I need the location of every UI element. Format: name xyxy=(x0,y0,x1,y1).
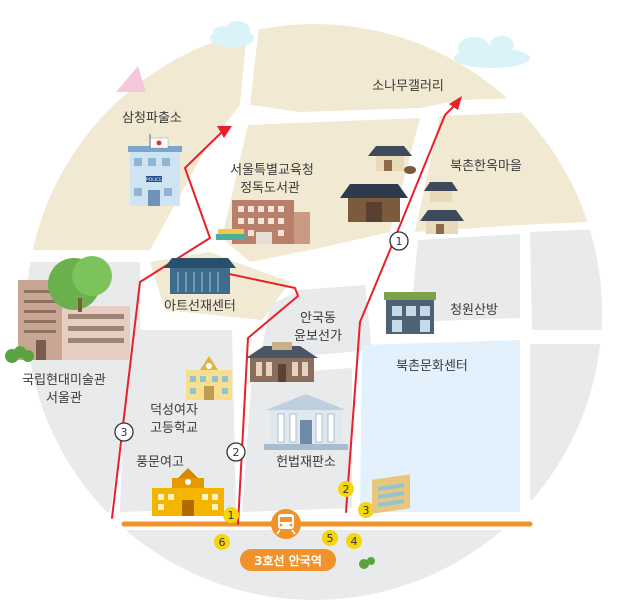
bush-icon xyxy=(359,557,375,569)
cloud-icon xyxy=(210,21,254,47)
svg-text:2: 2 xyxy=(233,446,240,459)
exit-marker-6: 6 xyxy=(214,534,230,550)
block-east-2 xyxy=(530,228,602,330)
cloud-icon xyxy=(454,36,530,68)
label-mmca-seoul: 서울관 xyxy=(46,391,82,406)
exit-marker-1: 1 xyxy=(223,507,239,523)
label-constitutional-court: 헌법재판소 xyxy=(276,455,336,470)
label-samcheong-police: 삼청파출소 xyxy=(122,111,182,126)
label-bukchon-hanok: 북촌한옥마을 xyxy=(450,159,522,174)
bush-icon xyxy=(5,346,34,363)
exit-marker-4: 4 xyxy=(346,533,362,549)
label-jeongdok-library: 정독도서관 xyxy=(240,181,300,196)
label-duksung-highschool: 고등학교 xyxy=(150,421,198,436)
route-1 xyxy=(345,103,457,513)
label-mmca: 국립현대미술관 xyxy=(22,373,106,388)
svg-text:3호선 안국역: 3호선 안국역 xyxy=(254,553,322,568)
exit-marker-3: 3 xyxy=(358,502,374,518)
route-3-arrowhead xyxy=(217,126,232,138)
svg-text:POLICE: POLICE xyxy=(146,177,162,183)
station-name-badge[interactable]: 3호선 안국역 xyxy=(240,549,336,571)
subway-station-icon[interactable] xyxy=(271,509,301,539)
school-icon xyxy=(186,356,232,400)
svg-text:2: 2 xyxy=(343,483,350,496)
hanok-icon xyxy=(424,182,458,202)
svg-text:5: 5 xyxy=(327,532,334,545)
decorative-triangle xyxy=(116,66,146,92)
exit-marker-5: 5 xyxy=(322,530,338,546)
exit-marker-2: 2 xyxy=(338,481,354,497)
label-yunboseon-house: 윤보선가 xyxy=(294,329,342,344)
block-north-center xyxy=(250,24,602,112)
route-marker-3: 3 xyxy=(114,422,134,442)
label-duksung: 덕성여자 xyxy=(150,403,198,418)
label-cheongwon-sanbang: 청원산방 xyxy=(450,303,498,318)
hanok-icon xyxy=(368,146,416,174)
label-art-center: 아트선재센터 xyxy=(164,299,236,314)
label-bukchon-culture-center: 북촌문화센터 xyxy=(396,359,468,374)
block-east-1 xyxy=(410,234,520,322)
block-east-3 xyxy=(530,344,602,500)
svg-text:1: 1 xyxy=(228,509,235,522)
label-sonamu-gallery: 소나무갤러리 xyxy=(372,79,444,94)
building-icon xyxy=(372,474,410,514)
svg-text:3: 3 xyxy=(121,426,128,439)
police-station-icon: POLICE xyxy=(128,134,182,206)
svg-text:6: 6 xyxy=(219,536,226,549)
svg-text:3: 3 xyxy=(363,504,370,517)
tree-icon xyxy=(48,256,112,312)
svg-text:1: 1 xyxy=(396,235,403,248)
cheongwon-sanbang-icon xyxy=(384,292,436,334)
label-seoul-edu-office: 서울특별교육청 xyxy=(230,163,314,178)
hanok-gate-icon xyxy=(340,184,408,222)
yunboseon-house-icon xyxy=(246,342,318,382)
label-pungmun: 풍문여고 xyxy=(136,455,184,470)
svg-text:4: 4 xyxy=(351,535,358,548)
route-marker-2: 2 xyxy=(226,442,246,462)
hanok-icon xyxy=(420,210,464,234)
court-icon xyxy=(264,394,348,450)
school-icon xyxy=(152,468,224,516)
library-icon xyxy=(216,200,310,244)
block-culture-center xyxy=(360,340,520,512)
route-1-arrowhead xyxy=(449,96,462,110)
label-angukdong: 안국동 xyxy=(300,311,336,326)
art-center-icon xyxy=(164,258,236,294)
route-3 xyxy=(111,129,225,519)
route-marker-1: 1 xyxy=(389,231,409,251)
